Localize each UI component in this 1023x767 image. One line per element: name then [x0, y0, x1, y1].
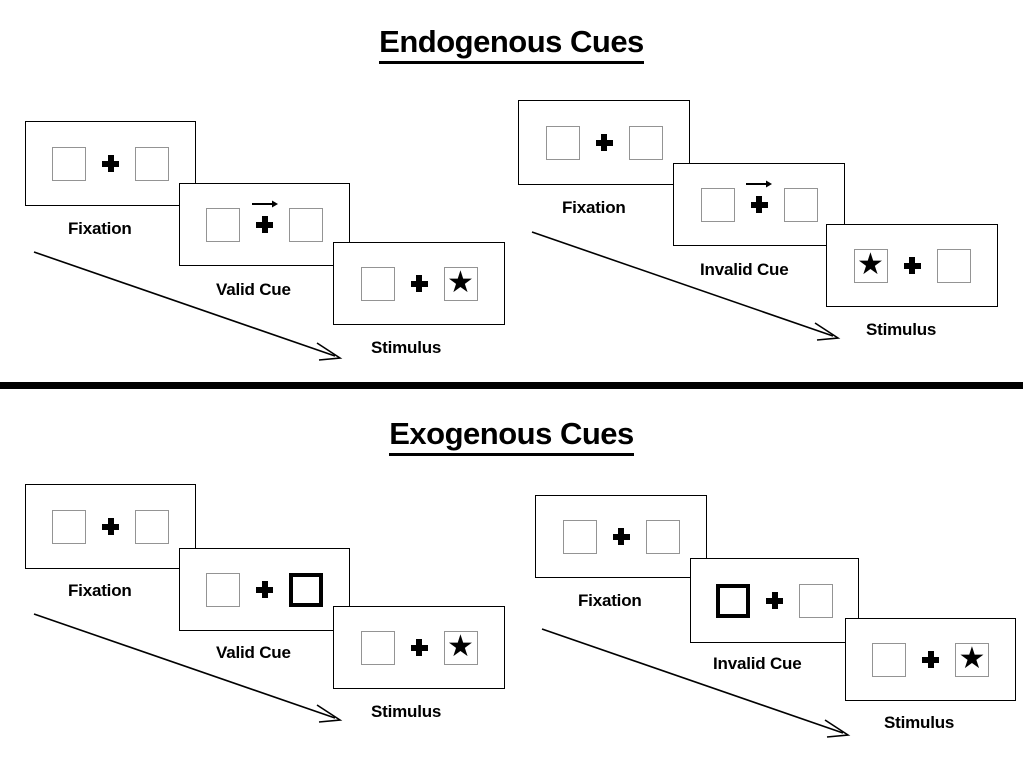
- placeholder-box-left: [545, 125, 580, 160]
- placeholder-box-right: [645, 519, 680, 554]
- frame-exogenous-valid-cue: [179, 548, 350, 631]
- frame-endogenous-invalid-stimulus: ★: [826, 224, 998, 307]
- frame-endogenous-invalid-cue: [673, 163, 845, 246]
- star-icon: ★: [447, 265, 474, 299]
- caption-endogenous-valid-fixation: Fixation: [68, 219, 132, 238]
- caption-endogenous-invalid-fixation: Fixation: [562, 198, 626, 217]
- placeholder-box-right: [135, 509, 169, 544]
- frame-endogenous-valid-fixation: [25, 121, 196, 206]
- fixation-cross-icon: [256, 216, 273, 233]
- placeholder-box-left: [52, 509, 86, 544]
- section-title-endogenous: Endogenous Cues: [0, 24, 1023, 64]
- frame-exogenous-invalid-fixation: [535, 495, 707, 578]
- cue-arrow-group: [251, 200, 278, 233]
- caption-endogenous-invalid-stimulus: Stimulus: [866, 320, 937, 339]
- placeholder-box-right: [135, 146, 169, 181]
- caption-endogenous-invalid-cue: Invalid Cue: [700, 260, 789, 279]
- fixation-cross-icon: [903, 257, 921, 274]
- time-progression-arrow-exogenous-invalid: [541, 628, 851, 738]
- section-divider: [0, 382, 1023, 389]
- caption-exogenous-invalid-fixation: Fixation: [578, 591, 642, 610]
- placeholder-box-right: [289, 207, 323, 242]
- caption-exogenous-valid-cue: Valid Cue: [216, 643, 291, 662]
- cued-box-right: [289, 572, 323, 607]
- placeholder-box-left: [52, 146, 86, 181]
- frame-exogenous-invalid-stimulus: ★: [845, 618, 1016, 701]
- placeholder-box-left: [206, 572, 240, 607]
- placeholder-box-left: [700, 187, 735, 222]
- placeholder-box-left: [872, 642, 906, 677]
- caption-exogenous-invalid-cue: Invalid Cue: [713, 654, 802, 673]
- fixation-cross-icon: [410, 275, 428, 292]
- fixation-cross-icon: [410, 639, 428, 656]
- fixation-cross-icon: [766, 592, 783, 609]
- target-box-right: ★: [955, 641, 989, 677]
- fixation-cross-icon: [102, 518, 119, 535]
- section-title-endogenous-text: Endogenous Cues: [379, 24, 644, 64]
- fixation-cross-icon: [256, 581, 273, 598]
- placeholder-box-left: [360, 630, 395, 665]
- placeholder-box-right: [783, 187, 818, 222]
- placeholder-box-right: [628, 125, 663, 160]
- star-icon: ★: [958, 641, 986, 675]
- target-box-left: ★: [853, 247, 888, 283]
- frame-exogenous-invalid-cue: [690, 558, 859, 643]
- placeholder-box-right: [799, 583, 833, 618]
- time-progression-arrow-exogenous-valid: [33, 613, 343, 723]
- section-title-exogenous-text: Exogenous Cues: [389, 416, 634, 456]
- star-icon: ★: [447, 629, 474, 663]
- frame-exogenous-valid-stimulus: ★: [333, 606, 505, 689]
- placeholder-box-left: [360, 266, 395, 301]
- star-icon: ★: [857, 247, 884, 281]
- fixation-cross-icon: [102, 155, 119, 172]
- cued-box-left: [716, 583, 750, 618]
- target-box-right: ★: [443, 265, 478, 301]
- frame-endogenous-valid-cue: [179, 183, 350, 266]
- frame-endogenous-invalid-fixation: [518, 100, 690, 185]
- fixation-cross-icon: [750, 196, 768, 213]
- frame-endogenous-valid-stimulus: ★: [333, 242, 505, 325]
- section-title-exogenous: Exogenous Cues: [0, 416, 1023, 456]
- fixation-cross-icon: [922, 651, 939, 668]
- fixation-cross-icon: [595, 134, 613, 151]
- time-progression-arrow-endogenous-valid: [33, 251, 343, 361]
- caption-exogenous-valid-fixation: Fixation: [68, 581, 132, 600]
- arrow-right-icon: [251, 200, 278, 208]
- caption-endogenous-valid-stimulus: Stimulus: [371, 338, 442, 357]
- caption-endogenous-valid-cue: Valid Cue: [216, 280, 291, 299]
- frame-exogenous-valid-fixation: [25, 484, 196, 569]
- placeholder-box-right: [936, 248, 971, 283]
- caption-exogenous-invalid-stimulus: Stimulus: [884, 713, 955, 732]
- time-progression-arrow-endogenous-invalid: [531, 231, 841, 341]
- placeholder-box-left: [206, 207, 240, 242]
- placeholder-box-left: [562, 519, 597, 554]
- fixation-cross-icon: [612, 528, 630, 545]
- arrow-right-icon: [746, 180, 772, 188]
- target-box-right: ★: [443, 629, 478, 665]
- caption-exogenous-valid-stimulus: Stimulus: [371, 702, 442, 721]
- cue-arrow-group: [746, 180, 772, 213]
